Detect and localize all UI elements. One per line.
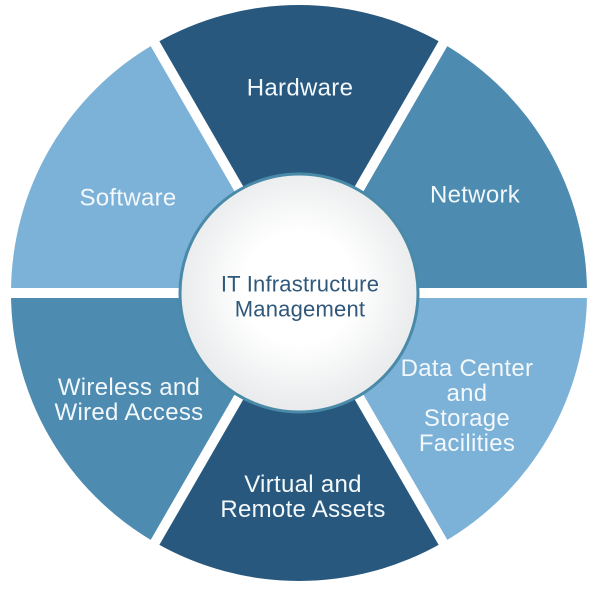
- segment-label-software: Software: [79, 184, 177, 212]
- center-hub-label: IT Infrastructure Management: [220, 271, 380, 322]
- segment-label-wireless: Wireless and Wired Access: [54, 374, 204, 426]
- segment-label-data-center: Data Center and Storage Facilities: [400, 355, 534, 457]
- segment-hardware: [155, 5, 443, 293]
- segment-label-network: Network: [429, 181, 521, 209]
- center-hub-circle: [178, 172, 420, 414]
- segment-virtual: [155, 293, 443, 581]
- segment-label-hardware: Hardware: [246, 74, 354, 102]
- segment-label-virtual: Virtual and Remote Assets: [220, 471, 386, 523]
